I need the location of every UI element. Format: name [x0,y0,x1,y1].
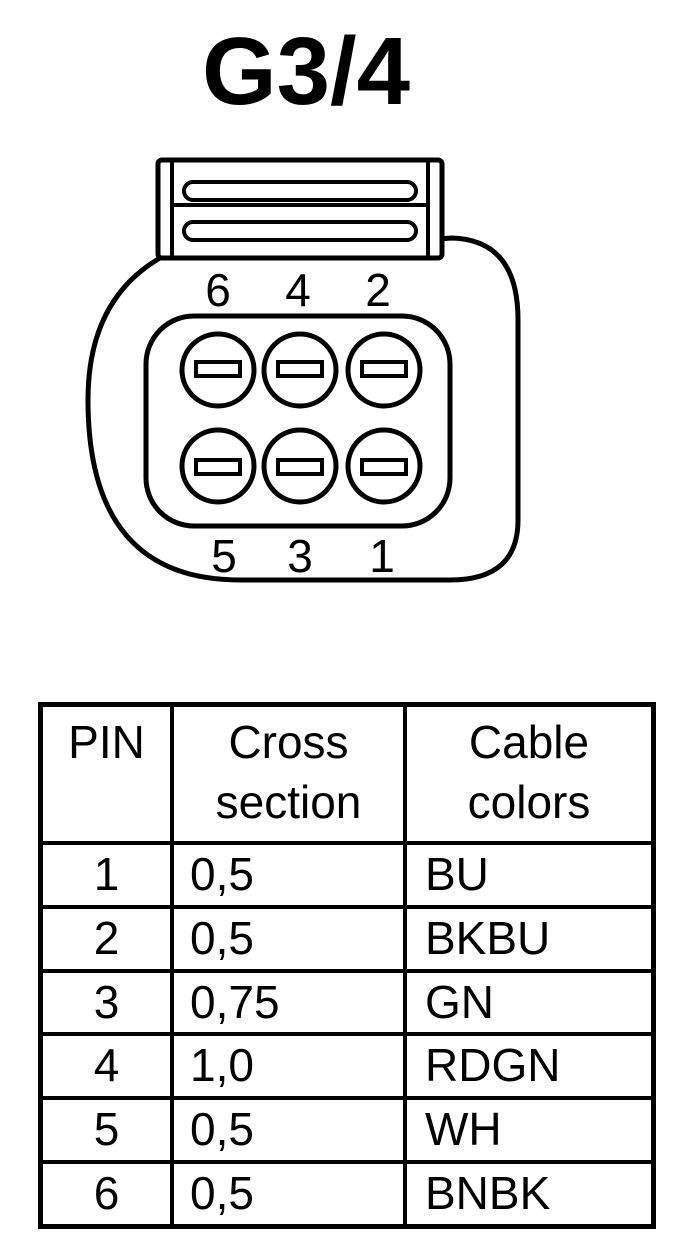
pin-label-top-2: 4 [285,264,311,316]
cell-cross-section: 0,75 [170,968,407,1037]
cell-pin: 4 [38,1032,174,1101]
pin-label-top-1: 6 [205,264,231,316]
header-cross-section: Cross section [170,702,407,845]
pin-assignment-table: PIN Cross section Cable colors 1 0,5 BU … [38,702,656,1229]
connector-diagram: G3/4 6 4 2 5 3 1 [85,18,521,583]
table-row: 6 0,5 BNBK [38,1159,656,1229]
cell-cross-section: 0,5 [170,841,407,909]
header-colors-line-2: colors [467,775,591,828]
cell-cross-section: 0,5 [170,1096,407,1164]
cell-cable-color: GN [403,968,656,1037]
cell-cross-section: 1,0 [170,1032,407,1101]
pin-label-top-3: 2 [365,264,391,316]
pin-contact-6 [179,331,257,409]
pin-label-bottom-2: 3 [287,530,313,582]
cell-cable-color: RDGN [403,1032,656,1101]
locking-latch [155,157,445,261]
cell-cross-section: 0,5 [170,1159,407,1229]
pin-contact-1 [345,427,423,505]
table-row: 3 0,75 GN [38,968,656,1037]
pin-label-bottom-1: 5 [211,530,237,582]
diagram-title: G3/4 [202,18,410,125]
table-row: 1 0,5 BU [38,841,656,909]
pin-contact-4 [261,331,339,409]
cell-cable-color: BNBK [403,1159,656,1229]
cell-pin: 3 [38,968,174,1037]
cell-pin: 2 [38,904,174,973]
cell-pin: 5 [38,1096,174,1164]
header-pin: PIN [38,702,174,845]
pin-contact-3 [261,427,339,505]
pin-cavity-frame [143,313,453,529]
pin-contact-5 [179,427,257,505]
cell-pin: 1 [38,841,174,909]
table-row: 4 1,0 RDGN [38,1032,656,1101]
cell-cable-color: BKBU [403,904,656,973]
cell-cross-section: 0,5 [170,904,407,973]
header-cross-line-1: Cross [228,716,349,768]
cell-pin: 6 [38,1159,174,1229]
header-colors-line-1: Cable [468,716,590,768]
header-pin-label: PIN [68,716,145,768]
pin-label-bottom-3: 1 [369,530,395,582]
cell-cable-color: WH [403,1096,656,1164]
header-cable-colors: Cable colors [403,702,656,845]
header-cross-line-2: section [215,775,362,828]
table-row: 5 0,5 WH [38,1096,656,1164]
cell-cable-color: BU [403,841,656,909]
table-header-row: PIN Cross section Cable colors [38,702,656,845]
table-row: 2 0,5 BKBU [38,904,656,973]
connector-housing [85,235,521,583]
pin-contact-2 [345,331,423,409]
